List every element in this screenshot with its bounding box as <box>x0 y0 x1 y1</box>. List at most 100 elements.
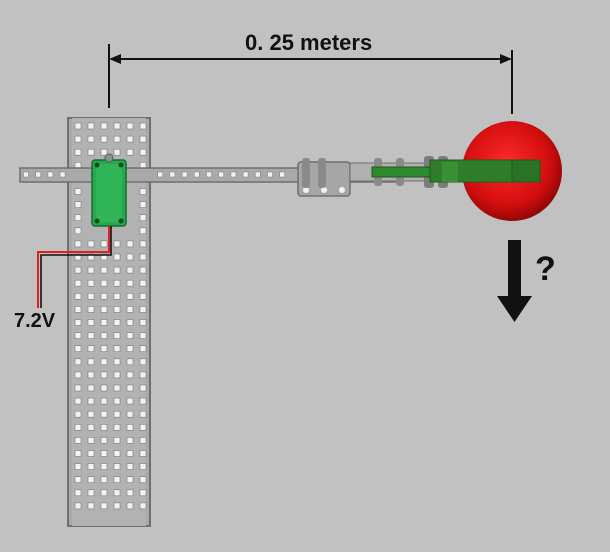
plate-hole <box>113 397 121 405</box>
plate-hole <box>74 463 82 470</box>
plate-hole <box>139 279 147 287</box>
plate-hole <box>87 319 95 326</box>
plate-hole <box>100 358 108 366</box>
plate-hole <box>139 397 147 405</box>
plate-hole <box>126 450 134 457</box>
plate-hole <box>113 476 121 484</box>
plate-hole <box>87 358 95 366</box>
plate-hole <box>126 437 134 444</box>
plate-hole <box>139 384 147 392</box>
plate-hole <box>74 292 82 300</box>
plate-hole <box>139 476 147 484</box>
plate-hole <box>126 397 134 405</box>
plate-hole <box>126 266 134 274</box>
plate-hole <box>113 319 121 326</box>
rail-hole <box>218 171 224 178</box>
plate-hole <box>126 502 134 510</box>
plate-hole <box>139 306 147 313</box>
plate-hole <box>100 279 108 287</box>
plate-hole <box>100 437 108 444</box>
plate-hole <box>126 358 134 366</box>
plate-holes <box>74 122 147 510</box>
plate-hole <box>74 279 82 287</box>
plate-hole <box>139 371 147 379</box>
rail-hole <box>181 171 188 178</box>
plate-hole <box>74 122 82 130</box>
plate-hole <box>113 437 121 444</box>
plate-hole <box>126 332 134 339</box>
plate-hole <box>139 201 147 208</box>
plate-hole <box>74 135 82 143</box>
plate-hole <box>74 345 82 353</box>
plate-hole <box>100 450 108 457</box>
rail-hole <box>47 171 54 178</box>
plate-hole <box>126 122 134 130</box>
plate-hole <box>100 306 108 313</box>
plate-hole <box>74 148 82 156</box>
rail-holes <box>23 171 285 178</box>
plate-hole <box>100 397 108 405</box>
plate-hole <box>113 240 121 248</box>
plate-hole <box>100 423 108 431</box>
plate-hole <box>74 214 82 221</box>
plate-hole <box>139 266 147 274</box>
plate-hole <box>74 450 82 457</box>
plate-hole <box>139 292 147 300</box>
plate-hole <box>139 253 147 261</box>
rail-hole <box>35 171 41 178</box>
plate-hole <box>100 476 108 484</box>
plate-hole <box>139 135 147 143</box>
plate-hole <box>113 371 121 379</box>
plate-hole <box>113 279 121 287</box>
plate-hole <box>113 410 121 418</box>
plate-hole <box>74 476 82 484</box>
plate-hole <box>113 345 121 353</box>
rail-hole <box>206 171 212 178</box>
dimension-arrow-icon <box>108 44 513 114</box>
plate-hole <box>139 188 147 195</box>
plate-hole <box>139 358 147 366</box>
rail-hole <box>59 171 66 178</box>
plate-hole <box>139 240 147 248</box>
rail-hole <box>230 171 237 178</box>
plate-hole <box>139 319 147 326</box>
plate-hole <box>100 502 108 510</box>
motor <box>91 153 127 227</box>
plate-hole <box>100 384 108 392</box>
plate-hole <box>139 332 147 339</box>
plate-hole <box>113 332 121 339</box>
plate-hole <box>126 345 134 353</box>
plate-hole <box>100 332 108 339</box>
plate-hole <box>126 279 134 287</box>
plate-hole <box>87 489 95 497</box>
plate-hole <box>87 279 95 287</box>
plate-hole <box>113 292 121 300</box>
plate-hole <box>87 122 95 130</box>
plate-hole <box>126 135 134 143</box>
plate-hole <box>126 306 134 313</box>
plate-hole <box>74 384 82 392</box>
plate-hole <box>113 384 121 392</box>
plate-hole <box>139 410 147 418</box>
plate-hole <box>74 437 82 444</box>
rail-hole <box>169 171 176 178</box>
power-wires <box>37 226 112 308</box>
plate-hole <box>139 227 147 235</box>
plate-hole <box>87 371 95 379</box>
plate-hole <box>74 358 82 366</box>
plate-hole <box>87 148 95 156</box>
plate-hole <box>87 502 95 510</box>
plate-hole <box>113 122 121 130</box>
rail-hole <box>255 171 261 178</box>
plate-hole <box>74 332 82 339</box>
plate-hole <box>100 253 108 261</box>
plate-hole <box>126 489 134 497</box>
plate-hole <box>113 502 121 510</box>
plate-hole <box>113 358 121 366</box>
plate-hole <box>139 450 147 457</box>
plate-hole <box>87 423 95 431</box>
down-arrow-icon <box>497 240 532 322</box>
rail-hole <box>194 171 200 178</box>
